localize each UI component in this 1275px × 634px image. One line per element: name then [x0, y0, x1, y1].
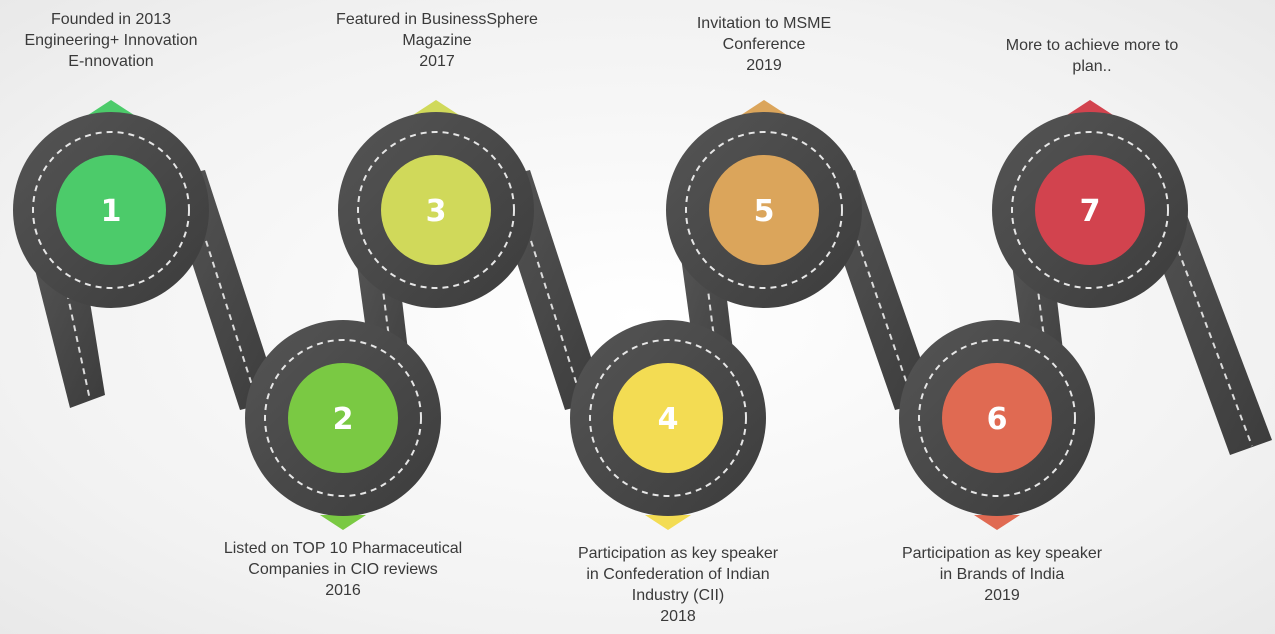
milestone-number-7: 7 [1080, 194, 1101, 229]
pointer-triangles [88, 100, 1113, 530]
milestone-caption-7: More to achieve more to plan.. [982, 35, 1202, 77]
milestone-caption-4: Participation as key speaker in Confeder… [553, 543, 803, 627]
caption-line: Industry (CII) [631, 587, 725, 604]
caption-line: plan.. [1072, 58, 1112, 75]
caption-line: Participation as key speaker [577, 545, 779, 562]
milestone-caption-5: Invitation to MSME Conference 2019 [674, 13, 854, 76]
milestone-caption-6: Participation as key speaker in Brands o… [877, 543, 1127, 606]
caption-line: 2019 [746, 57, 782, 74]
milestone-ring-2: 2 [245, 320, 441, 516]
milestone-ring-5: 5 [666, 112, 862, 308]
caption-line: in Confederation of Indian [586, 566, 770, 583]
milestone-number-5: 5 [754, 194, 775, 229]
caption-line: More to achieve more to [1005, 37, 1179, 54]
caption-line: Engineering+ Innovation [24, 32, 198, 49]
milestone-ring-7: 7 [992, 112, 1188, 308]
milestone-rings: 1 2 3 4 5 6 [13, 112, 1188, 516]
caption-line: Invitation to MSME [696, 15, 832, 32]
caption-line: Participation as key speaker [901, 545, 1103, 562]
milestone-ring-4: 4 [570, 320, 766, 516]
milestone-ring-1: 1 [13, 112, 209, 308]
caption-line: 2017 [419, 53, 455, 70]
milestone-number-2: 2 [333, 402, 354, 437]
caption-line: Listed on TOP 10 Pharmaceutical [223, 540, 463, 557]
caption-line: 2019 [984, 587, 1020, 604]
milestone-caption-1: Founded in 2013 Engineering+ Innovation … [16, 9, 206, 72]
milestone-ring-6: 6 [899, 320, 1095, 516]
milestone-caption-2: Listed on TOP 10 Pharmaceutical Companie… [203, 538, 483, 601]
caption-line: 2016 [325, 582, 361, 599]
caption-line: Companies in CIO reviews [248, 561, 438, 578]
milestone-number-3: 3 [426, 194, 447, 229]
caption-line: Founded in 2013 [50, 11, 172, 28]
caption-line: E-nnovation [68, 53, 154, 70]
milestone-ring-3: 3 [338, 112, 534, 308]
caption-line: Featured in BusinessSphere [336, 11, 538, 28]
caption-line: Magazine [402, 32, 472, 49]
caption-line: 2018 [660, 608, 696, 625]
milestone-number-4: 4 [658, 402, 679, 437]
caption-line: Conference [722, 36, 806, 53]
milestone-number-6: 6 [987, 402, 1008, 437]
milestone-number-1: 1 [101, 194, 122, 229]
milestone-caption-3: Featured in BusinessSphere Magazine 2017 [321, 9, 553, 72]
caption-line: in Brands of India [939, 566, 1065, 583]
